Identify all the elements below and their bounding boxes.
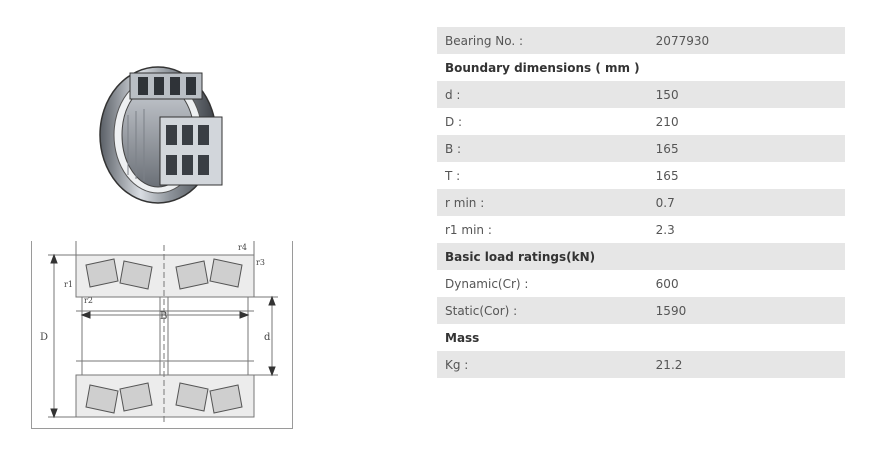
spec-value: 21.2 [647, 351, 845, 378]
spec-label: r1 min : [445, 222, 492, 237]
spec-section-row: Mass [437, 324, 845, 351]
bearing-photo [90, 55, 230, 205]
spec-section-title: Mass [445, 330, 480, 345]
spec-row: D : 210 [437, 108, 845, 135]
spec-label: d : [437, 81, 648, 108]
spec-value [648, 324, 845, 351]
label-D: D [40, 332, 48, 343]
spec-label: Dynamic(Cr) : [445, 276, 529, 291]
spec-label: Static(Cor) : [437, 297, 648, 324]
spec-row: T : 165 [437, 162, 845, 189]
spec-value: 165 [647, 135, 845, 162]
label-d: d [264, 332, 271, 343]
label-r4: r4 [238, 243, 247, 252]
spec-value: 2077930 [647, 27, 845, 54]
spec-value: 2.3 [655, 222, 675, 237]
spec-value: 210 [655, 114, 679, 129]
spec-row: Dynamic(Cr) : 600 [437, 270, 845, 297]
spec-label: r min : [437, 189, 648, 216]
spec-value: 600 [655, 276, 679, 291]
spec-value [648, 54, 845, 81]
spec-section-title: Boundary dimensions ( mm ) [445, 60, 640, 75]
bearing-photo-graphic [99, 66, 223, 204]
label-r1: r1 [64, 280, 73, 289]
label-r3: r3 [256, 258, 265, 267]
spec-label: Kg : [437, 351, 648, 378]
bearing-cross-section-drawing: r4 r3 r1 r2 B D d [31, 241, 293, 429]
spec-row: Static(Cor) :1590 [437, 297, 845, 324]
spec-label: Bearing No. : [437, 27, 648, 54]
spec-value: 150 [647, 81, 845, 108]
spec-value: 1590 [647, 297, 845, 324]
spec-row: r min :0.7 [437, 189, 845, 216]
spec-row: r1 min : 2.3 [437, 216, 845, 243]
spec-section-row: Boundary dimensions ( mm ) [437, 54, 845, 81]
spec-label: B : [437, 135, 648, 162]
spec-row: d :150 [437, 81, 845, 108]
spec-row: B :165 [437, 135, 845, 162]
label-B: B [160, 311, 167, 322]
spec-row: Bearing No. :2077930 [437, 27, 845, 54]
spec-value: 0.7 [647, 189, 845, 216]
spec-value [647, 243, 845, 270]
spec-label: T : [445, 168, 461, 183]
spec-row: Kg :21.2 [437, 351, 845, 378]
spec-section-row: Basic load ratings(kN) [437, 243, 845, 270]
spec-label: D : [445, 114, 463, 129]
spec-value: 165 [655, 168, 679, 183]
cross-section-graphic: r4 r3 r1 r2 B D d [40, 241, 278, 425]
spec-section-title: Basic load ratings(kN) [437, 243, 648, 270]
label-r2: r2 [84, 296, 93, 305]
